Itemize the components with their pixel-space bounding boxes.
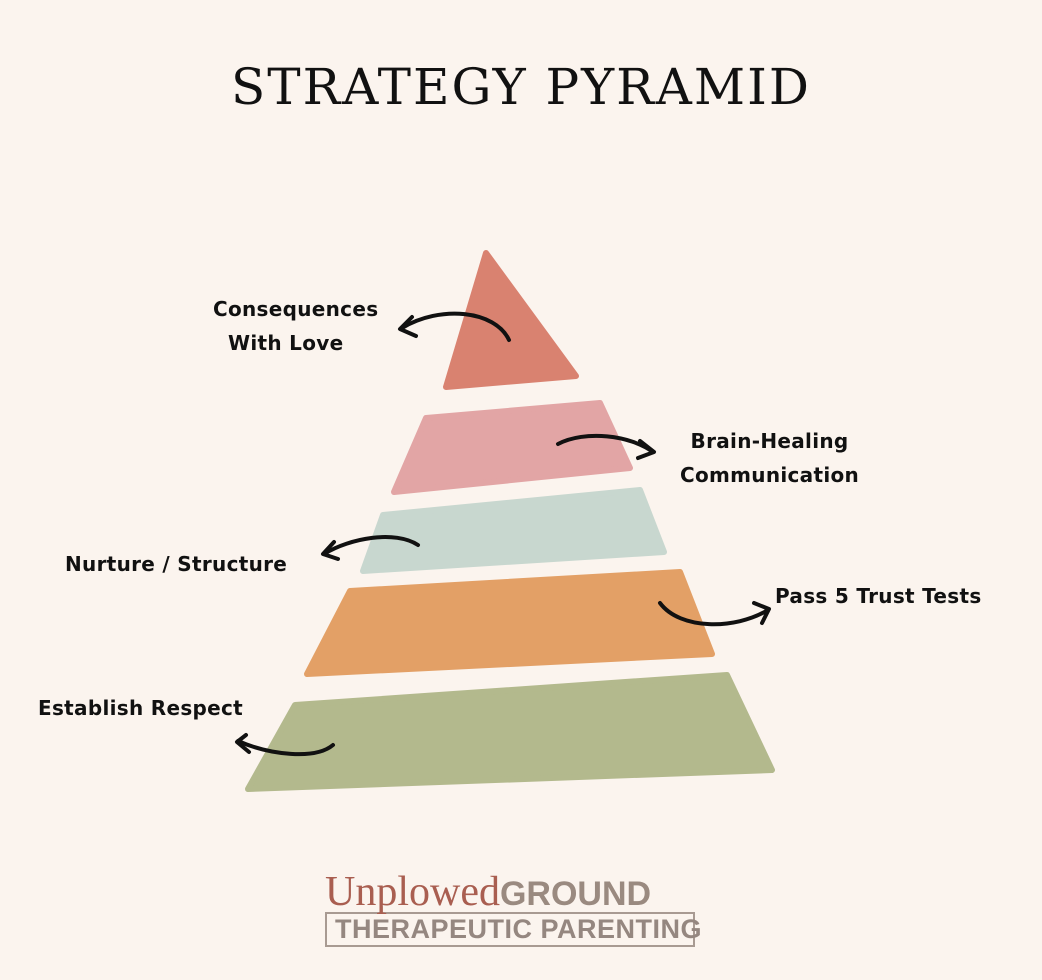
arrow-icon <box>398 311 511 342</box>
pyramid-level-2 <box>391 400 633 495</box>
pyramid-level-4 <box>304 569 715 677</box>
arrow-icon <box>556 433 656 460</box>
arrow-icon <box>235 733 335 757</box>
pyramid-level-1 <box>443 250 579 390</box>
label-brain-healing-communication: Brain-Healing Communication <box>680 424 859 492</box>
label-line: Brain-Healing <box>690 429 849 453</box>
label-establish-respect: Establish Respect <box>38 696 244 720</box>
logo-subtitle: THERAPEUTIC PARENTING <box>325 912 702 947</box>
arrow-icon <box>321 535 420 561</box>
label-pass-trust-tests: Pass 5 Trust Tests <box>775 584 982 608</box>
pyramid-level-3 <box>360 487 667 574</box>
label-consequences-with-love: Consequences With Love <box>213 292 378 360</box>
label-nurture-structure: Nurture / Structure <box>65 552 288 576</box>
page-title: STRATEGY PYRAMID <box>231 58 811 116</box>
arrow-icon <box>658 601 771 627</box>
label-line: Communication <box>680 463 860 487</box>
label-line: Consequences <box>213 297 379 321</box>
logo-unplowed: Unplowed <box>325 869 500 915</box>
logo: UnplowedGROUND THERAPEUTIC PARENTING <box>325 868 702 947</box>
pyramid-level-5 <box>245 672 775 792</box>
logo-ground: GROUND <box>499 875 652 913</box>
label-line: With Love <box>227 331 344 355</box>
